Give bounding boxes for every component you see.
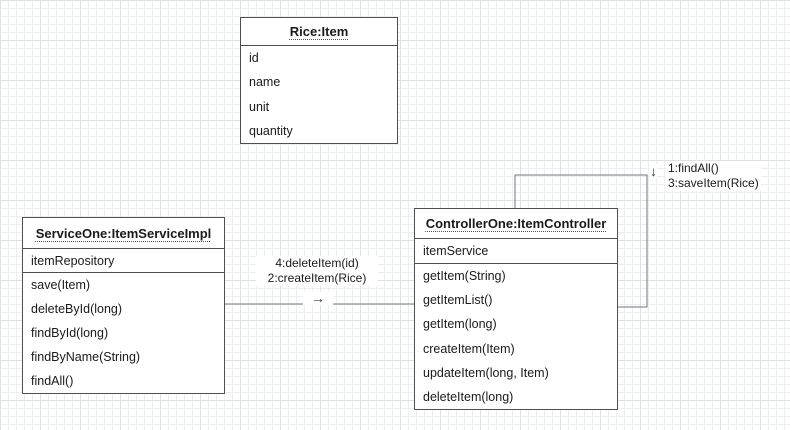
object-title-controllerone: ControllerOne:ItemController <box>415 209 617 239</box>
uml-object-rice-item[interactable]: Rice:Item id name unit quantity <box>240 17 398 144</box>
uml-object-controllerone[interactable]: ControllerOne:ItemController itemService… <box>414 208 618 410</box>
object-title-text: ServiceOne:ItemServiceImpl <box>35 225 212 241</box>
attribute-row: itemService <box>423 244 489 258</box>
methods-compartment: getItem(String) getItemList() getItem(lo… <box>415 264 617 409</box>
attributes-compartment: id name unit quantity <box>241 46 397 143</box>
object-title-rice: Rice:Item <box>241 18 397 46</box>
methods-compartment: save(Item) deleteById(long) findById(lon… <box>23 273 224 393</box>
message-line-1-findall: 1:findAll() <box>668 161 719 175</box>
method-row: getItemList() <box>423 293 493 308</box>
attributes-compartment: itemRepository <box>23 249 224 273</box>
message-line-3-saveitem: 3:saveItem(Rice) <box>668 176 759 190</box>
method-row: getItem(String) <box>423 269 506 284</box>
message-label-controller-self[interactable]: 1:findAll() 3:saveItem(Rice) <box>666 161 761 191</box>
object-title-text: ControllerOne:ItemController <box>425 216 607 231</box>
method-row: createItem(Item) <box>423 341 515 356</box>
attributes-compartment: itemService <box>415 239 617 264</box>
method-row: deleteItem(long) <box>423 389 514 404</box>
connector-controller-self-loop[interactable] <box>514 174 648 308</box>
message-line-4-deleteitem: 4:deleteItem(id) <box>275 256 359 270</box>
method-row: getItem(long) <box>423 317 497 332</box>
method-row: save(Item) <box>31 278 91 292</box>
method-row: findAll() <box>31 374 74 388</box>
object-title-serviceone: ServiceOne:ItemServiceImpl <box>23 218 224 249</box>
direction-arrow-right-icon: → <box>303 291 333 305</box>
attribute-row: itemRepository <box>31 253 115 268</box>
attribute-row: name <box>249 75 281 90</box>
uml-object-serviceone[interactable]: ServiceOne:ItemServiceImpl itemRepositor… <box>22 217 225 394</box>
method-row: deleteById(long) <box>31 302 123 316</box>
attribute-row: quantity <box>249 123 293 138</box>
method-row: updateItem(long, Item) <box>423 365 549 380</box>
message-line-2-createitem: 2:createItem(Rice) <box>267 271 367 285</box>
object-title-text: Rice:Item <box>289 24 349 39</box>
message-label-service-controller[interactable]: 4:deleteItem(id) 2:createItem(Rice) <box>256 256 378 286</box>
attribute-row: id <box>249 51 259 66</box>
direction-arrow-down-icon: ↓ <box>650 163 657 179</box>
attribute-row: unit <box>249 99 270 114</box>
method-row: findByName(String) <box>31 350 141 364</box>
method-row: findById(long) <box>31 326 109 340</box>
